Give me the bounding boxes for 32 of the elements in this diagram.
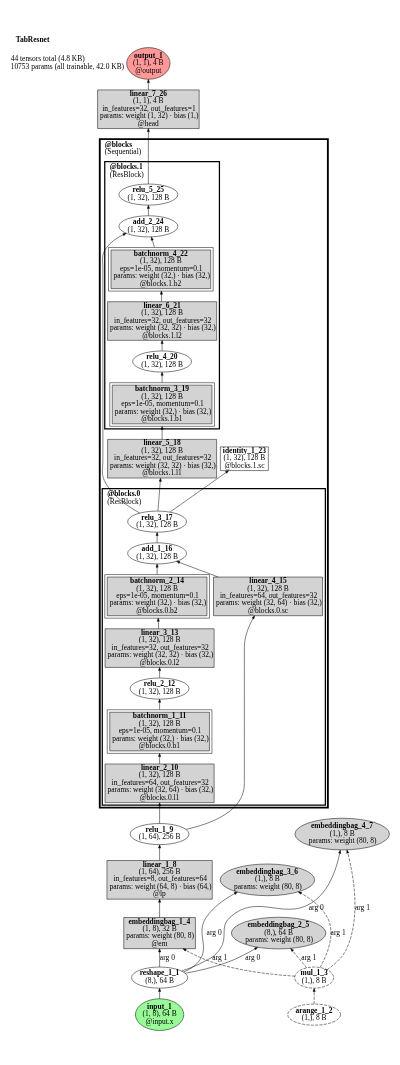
arrow [147,128,150,185]
arrow [158,802,161,824]
arrow [160,290,163,302]
arrow [160,340,164,352]
arrow [298,891,332,968]
arrow [158,667,161,679]
arrow [158,844,161,861]
arrow [102,233,140,514]
arrow [155,563,159,575]
arrow [290,948,307,969]
arrow [160,371,164,383]
arrow [157,478,162,512]
arrow [158,948,161,968]
arrow [176,561,219,578]
arrow [151,236,155,248]
arrow [147,79,150,90]
arrow [156,617,160,629]
arrow [158,699,161,710]
arrow [158,898,161,918]
arrow [185,947,258,974]
arrow [326,849,356,970]
arrow [158,753,161,765]
arrow [181,849,341,972]
arrow [183,891,238,973]
arrow [182,948,296,977]
arrow [312,988,316,1005]
arrow [147,205,150,216]
arrow [185,615,255,830]
arrow [160,426,164,440]
arrow [155,532,159,544]
arrow [169,470,229,513]
arrow [158,988,161,999]
